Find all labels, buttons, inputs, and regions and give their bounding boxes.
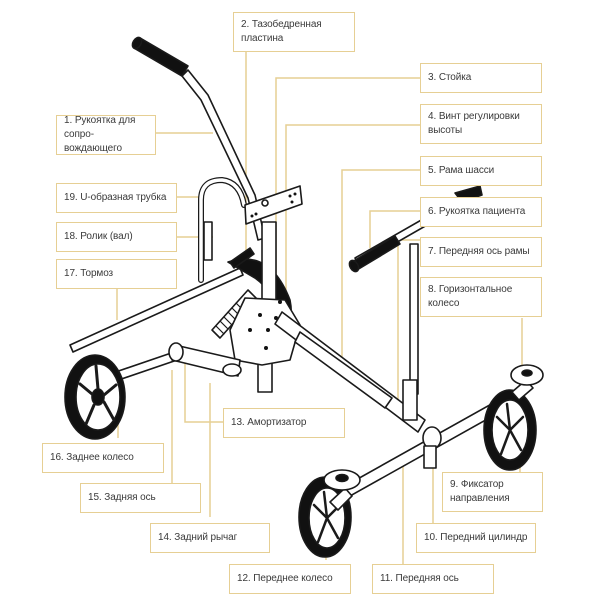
- label-shock-absorber: 13. Амортизатор: [223, 408, 345, 438]
- hip-plate: [244, 185, 303, 225]
- label-text: 10. Передний цилиндр: [424, 532, 528, 543]
- label-text: 18. Ролик (вал): [64, 231, 133, 242]
- label-text: 9. Фиксатор направления: [450, 479, 510, 504]
- label-roller: 18. Ролик (вал): [56, 222, 177, 252]
- leader-lines: [116, 52, 523, 578]
- caregiver-handle-tube: [181, 69, 266, 241]
- label-text: 3. Стойка: [428, 72, 472, 83]
- label-text: 5. Рама шасси: [428, 165, 495, 176]
- label-text: 2. Тазобедренная пластина: [241, 19, 322, 44]
- label-text: 16. Заднее колесо: [50, 452, 134, 463]
- leader-line-5: [341, 169, 420, 358]
- leader-line-4: [285, 124, 420, 310]
- brake-lever: [229, 247, 255, 269]
- front-upright: [409, 243, 419, 395]
- label-rear-lever: 14. Задний рычаг: [150, 523, 270, 553]
- label-rear-wheel: 16. Заднее колесо: [42, 443, 164, 473]
- label-text: 6. Рукоятка пациента: [428, 206, 526, 217]
- label-front-frame-axle: 7. Передняя ось рамы: [420, 237, 542, 267]
- label-text: 12. Переднее колесо: [237, 573, 333, 584]
- roller: [203, 221, 213, 261]
- label-hip-plate: 2. Тазобедренная пластина: [233, 12, 355, 52]
- label-front-wheel: 12. Переднее колесо: [229, 564, 351, 594]
- caregiver-grip-end: [131, 36, 143, 50]
- label-chassis-frame: 5. Рама шасси: [420, 156, 542, 186]
- label-front-cylinder: 10. Передний цилиндр: [416, 523, 536, 553]
- label-text: 7. Передняя ось рамы: [428, 246, 530, 257]
- label-rear-axle: 15. Задняя ось: [80, 483, 201, 513]
- label-patient-handle: 6. Рукоятка пациента: [420, 197, 542, 227]
- rear-rail: [69, 267, 244, 353]
- label-text: 19. U-образная трубка: [64, 192, 167, 203]
- patient-handle-grip-left: [351, 235, 401, 271]
- label-text: 13. Амортизатор: [231, 417, 307, 428]
- label-height-screw: 4. Винт регулировки высоты: [420, 104, 542, 144]
- post: [261, 221, 277, 303]
- label-guide-handle: 1. Рукоятка для сопро- вождающего: [56, 115, 156, 155]
- label-text: 4. Винт регулировки высоты: [428, 111, 520, 136]
- label-text: 17. Тормоз: [64, 268, 114, 279]
- label-text: 14. Задний рычаг: [158, 532, 238, 543]
- label-direction-lock: 9. Фиксатор направления: [442, 472, 543, 512]
- label-brake: 17. Тормоз: [56, 259, 177, 289]
- label-horizontal-wheel: 8. Горизонтальное колесо: [420, 277, 542, 317]
- leader-line-6: [369, 210, 420, 248]
- label-post: 3. Стойка: [420, 63, 542, 93]
- label-text: 8. Горизонтальное колесо: [428, 284, 513, 309]
- rear-wheel: [64, 354, 126, 440]
- label-text: 15. Задняя ось: [88, 492, 156, 503]
- label-u-tube: 19. U-образная трубка: [56, 183, 177, 213]
- label-front-axle: 11. Передняя ось: [372, 564, 494, 594]
- caregiver-handle-grip: [133, 37, 189, 77]
- front-wheel-left: [298, 469, 361, 558]
- front-wheel-right: [483, 364, 544, 471]
- label-text: 11. Передняя ось: [380, 573, 459, 584]
- label-text: 1. Рукоятка для сопро- вождающего: [64, 115, 136, 154]
